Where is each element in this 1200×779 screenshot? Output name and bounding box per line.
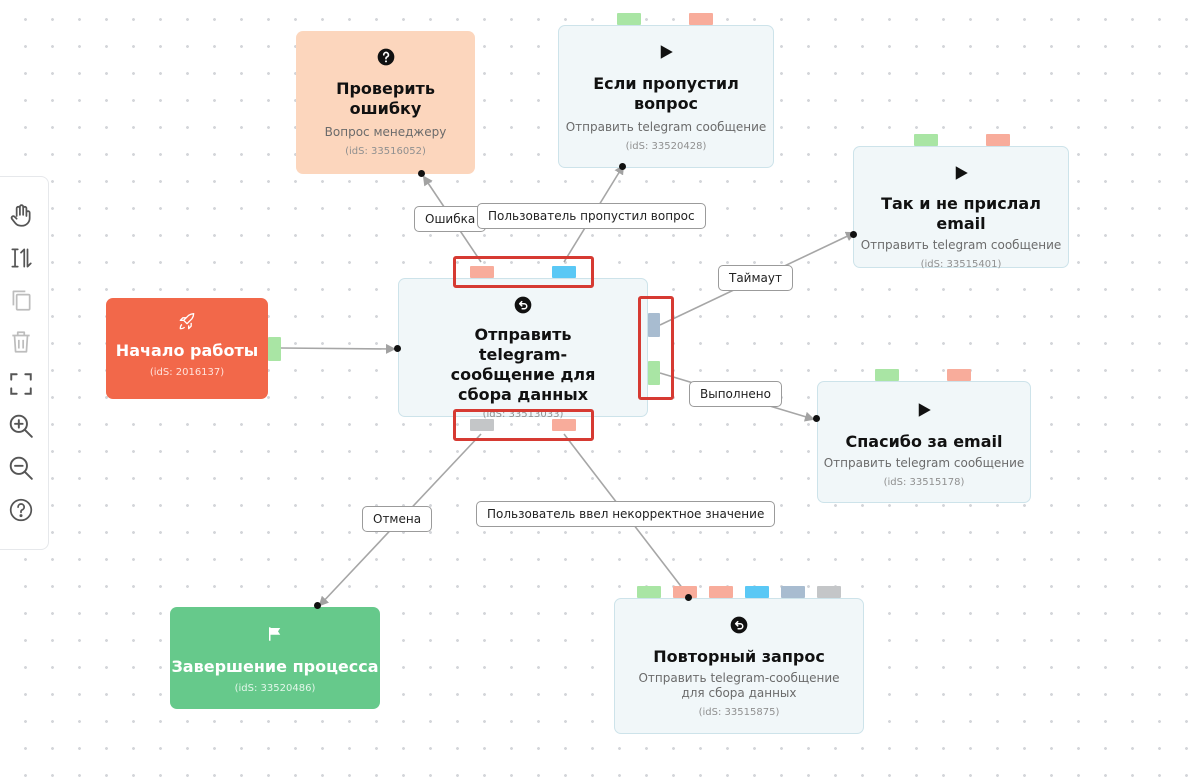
port-skipped-in-2[interactable] — [689, 13, 713, 25]
edge-end-dot — [314, 602, 321, 609]
node-id: (idS: 33520486) — [234, 683, 316, 694]
edge-start-main — [280, 343, 396, 354]
node-title: Отправить telegram-сообщение для сбора д… — [450, 325, 596, 404]
port-skipped-in-1[interactable] — [617, 13, 641, 25]
node-thanks-email[interactable]: Спасибо за email Отправить telegram сооб… — [817, 381, 1031, 503]
node-id: (idS: 33515401) — [920, 259, 1002, 270]
node-title: Проверить ошибку — [336, 79, 435, 118]
rocket-icon — [177, 312, 197, 332]
edge-end-dot — [394, 345, 401, 352]
edge-end-dot — [685, 594, 692, 601]
edge-end-dot — [418, 170, 425, 177]
edge-end-dot — [850, 231, 857, 238]
node-subtitle: Отправить telegram сообщение — [860, 238, 1062, 252]
edge-label-invalid[interactable]: Пользователь ввел некорректное значение — [476, 501, 776, 527]
trash-icon[interactable] — [6, 327, 36, 357]
node-id: (idS: 33513033) — [482, 409, 564, 420]
node-id: (idS: 33520428) — [625, 141, 707, 152]
port-main-cancel[interactable] — [470, 419, 494, 431]
node-id: (idS: 33515875) — [698, 707, 780, 718]
play-icon — [914, 400, 934, 420]
play-icon — [951, 164, 971, 182]
port-main-error[interactable] — [470, 266, 494, 278]
edge-label-done[interactable]: Выполнено — [689, 381, 782, 407]
highlight-right-ports — [638, 296, 674, 400]
play-icon — [656, 42, 676, 62]
flag-icon — [265, 624, 285, 644]
node-subtitle: Отправить telegram-сообщение для сбора д… — [638, 671, 840, 700]
node-subtitle: Отправить telegram сообщение — [823, 456, 1025, 470]
edge-label-cancel[interactable]: Отмена — [362, 506, 433, 532]
node-title: Завершение процесса — [171, 657, 379, 676]
edge-label-timeout[interactable]: Таймаут — [718, 265, 793, 291]
help-icon[interactable] — [6, 495, 36, 525]
highlight-bottom-ports — [453, 409, 594, 441]
sort-icon[interactable] — [6, 243, 36, 273]
port-thanks-in-1[interactable] — [875, 369, 899, 381]
node-title: Спасибо за email — [845, 432, 1003, 451]
port-main-timeout[interactable] — [648, 313, 660, 337]
node-check-error[interactable]: Проверить ошибку Вопрос менеджеру (idS: … — [296, 31, 475, 174]
port-main-skipped[interactable] — [552, 266, 576, 278]
node-title: Начало работы — [115, 341, 259, 360]
edge-label-error[interactable]: Ошибка — [414, 206, 487, 232]
copy-icon[interactable] — [6, 285, 36, 315]
edge-label-skipped[interactable]: Пользователь пропустил вопрос — [477, 203, 706, 229]
port-retry-in-1[interactable] — [637, 586, 661, 598]
fullscreen-icon[interactable] — [6, 369, 36, 399]
port-noemail-in-2[interactable] — [986, 134, 1010, 146]
hand-icon[interactable] — [6, 201, 36, 231]
node-finish[interactable]: Завершение процесса (idS: 33520486) — [170, 607, 380, 709]
node-id: (idS: 33515178) — [883, 477, 965, 488]
zoom-in-icon[interactable] — [6, 411, 36, 441]
node-subtitle: Вопрос менеджеру — [324, 125, 447, 139]
highlight-top-ports — [453, 256, 594, 288]
node-title: Так и не прислал email — [881, 194, 1041, 233]
node-id: (idS: 2016137) — [149, 367, 225, 378]
port-main-invalid[interactable] — [552, 419, 576, 431]
node-title: Повторный запрос — [653, 647, 825, 666]
edge-end-dot — [813, 415, 820, 422]
node-no-email[interactable]: Так и не прислал email Отправить telegra… — [853, 146, 1069, 270]
port-main-done[interactable] — [648, 361, 660, 385]
node-skipped-question[interactable]: Если пропустил вопрос Отправить telegram… — [558, 25, 774, 168]
port-retry-in-3[interactable] — [709, 586, 733, 598]
node-id: (idS: 33516052) — [345, 146, 426, 157]
port-retry-in-5[interactable] — [781, 586, 805, 598]
edge-end-dot — [619, 163, 626, 170]
question-icon — [376, 47, 396, 67]
port-retry-in-4[interactable] — [745, 586, 769, 598]
zoom-out-icon[interactable] — [6, 453, 36, 483]
port-noemail-in-1[interactable] — [914, 134, 938, 146]
node-retry[interactable]: Повторный запрос Отправить telegram-сооб… — [614, 598, 864, 734]
node-subtitle: Отправить telegram сообщение — [565, 120, 767, 134]
port-retry-in-6[interactable] — [817, 586, 841, 598]
port-thanks-in-2[interactable] — [947, 369, 971, 381]
node-main-send-message[interactable]: Отправить telegram-сообщение для сбора д… — [398, 278, 648, 420]
port-start-out[interactable] — [268, 337, 281, 361]
canvas-toolbar — [0, 176, 49, 550]
undo-icon — [513, 295, 533, 315]
node-title: Если пропустил вопрос — [593, 74, 739, 113]
undo-icon — [729, 615, 749, 635]
node-start[interactable]: Начало работы (idS: 2016137) — [106, 298, 268, 399]
